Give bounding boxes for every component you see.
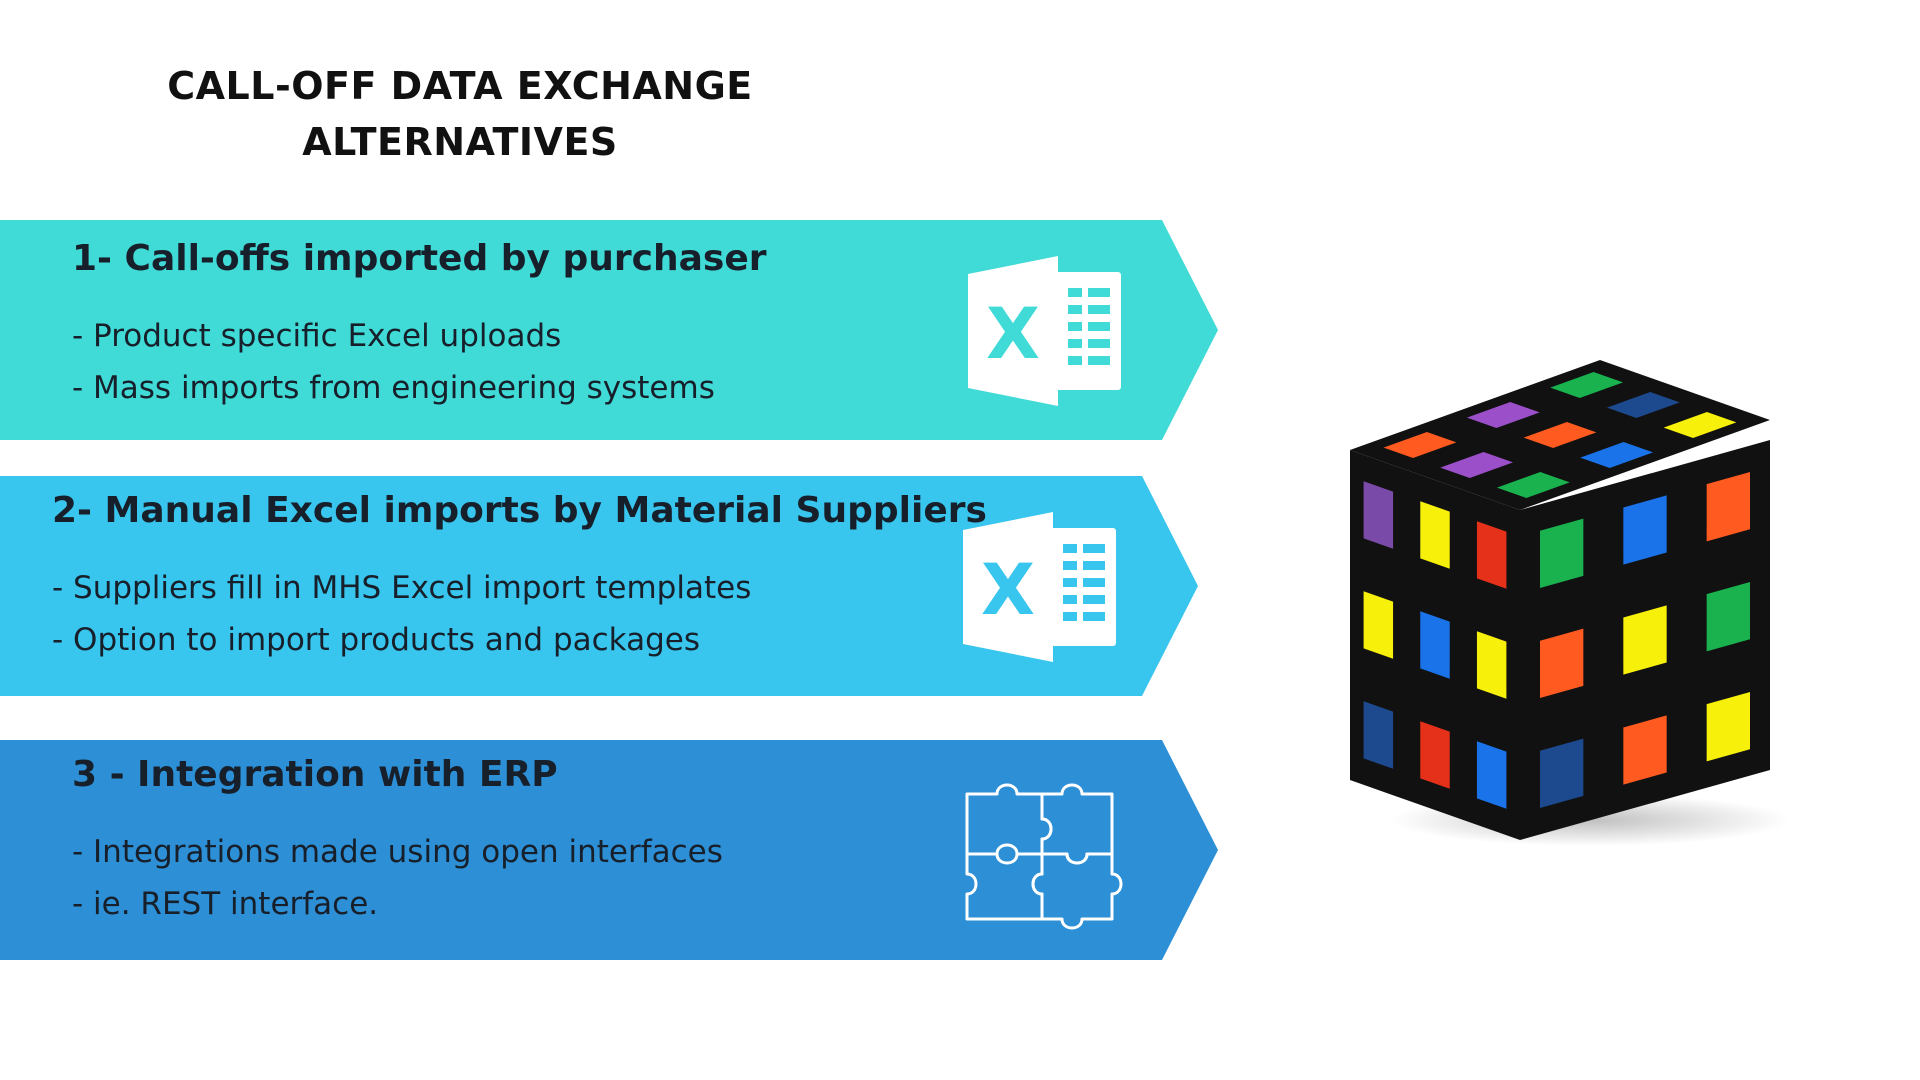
- cube-right-sticker: [1540, 518, 1584, 588]
- cube-right-sticker: [1623, 495, 1667, 565]
- banner-bullet: - Product specific Excel uploads: [72, 318, 562, 354]
- puzzle-icon: [965, 783, 1123, 930]
- cube-top-sticker: [1466, 402, 1540, 428]
- cube-left-sticker: [1476, 521, 1507, 589]
- title-line-1: CALL-OFF DATA EXCHANGE: [167, 64, 753, 108]
- cube-left-sticker: [1363, 701, 1394, 769]
- cube-left-sticker: [1420, 501, 1450, 569]
- alternative-banner-1: 1- Call-offs imported by purchaser - Pro…: [0, 220, 1220, 440]
- cube-left-sticker: [1476, 631, 1507, 699]
- banner-arrow-shape: [0, 476, 1198, 696]
- banner-arrow-shape: [0, 220, 1218, 440]
- banner-arrow-shape: [0, 740, 1218, 960]
- title-line-2: ALTERNATIVES: [302, 120, 618, 164]
- cube-right-sticker: [1623, 605, 1667, 675]
- alternative-banner-2: 2- Manual Excel imports by Material Supp…: [0, 476, 1220, 696]
- page-title: CALL-OFF DATA EXCHANGE ALTERNATIVES: [110, 58, 810, 170]
- cube-right-sticker: [1540, 738, 1584, 808]
- rubiks-cube-image: [1350, 360, 1790, 846]
- cube-left-sticker: [1420, 721, 1450, 789]
- cube-top-sticker: [1606, 392, 1680, 418]
- cube-right-sticker: [1623, 715, 1667, 785]
- cube-top-sticker: [1440, 452, 1514, 478]
- cube-left-sticker: [1420, 611, 1450, 679]
- banner-bullet: - ie. REST interface.: [72, 886, 379, 922]
- cube-right-sticker: [1706, 472, 1750, 542]
- banner-bullet: - Option to import products and packages: [52, 622, 700, 658]
- svg-text:X: X: [986, 293, 1040, 375]
- cube-left-sticker: [1363, 481, 1394, 549]
- cube-right-sticker: [1540, 628, 1584, 698]
- banner-bullet: - Mass imports from engineering systems: [72, 370, 715, 406]
- banner-heading: 1- Call-offs imported by purchaser: [72, 238, 767, 279]
- cube-left-sticker: [1363, 591, 1394, 659]
- cube-top-sticker: [1663, 412, 1737, 438]
- cube-top-sticker: [1580, 442, 1654, 468]
- banner-heading: 2- Manual Excel imports by Material Supp…: [52, 490, 987, 531]
- cube-top-sticker: [1523, 422, 1597, 448]
- cube-right-sticker: [1706, 582, 1750, 652]
- cube-top-sticker: [1383, 432, 1457, 458]
- cube-top-sticker: [1496, 472, 1570, 498]
- banner-heading: 3 - Integration with ERP: [72, 754, 558, 795]
- alternative-banner-3: 3 - Integration with ERP - Integrations …: [0, 740, 1220, 960]
- excel-icon: X: [963, 512, 1116, 662]
- banner-bullet: - Suppliers fill in MHS Excel import tem…: [52, 570, 752, 606]
- cube-top-sticker: [1550, 372, 1624, 398]
- svg-text:X: X: [981, 549, 1035, 631]
- banner-bullet: - Integrations made using open interface…: [72, 834, 723, 870]
- excel-icon: X: [968, 256, 1121, 406]
- cube-left-sticker: [1476, 741, 1507, 809]
- cube-right-sticker: [1706, 692, 1750, 762]
